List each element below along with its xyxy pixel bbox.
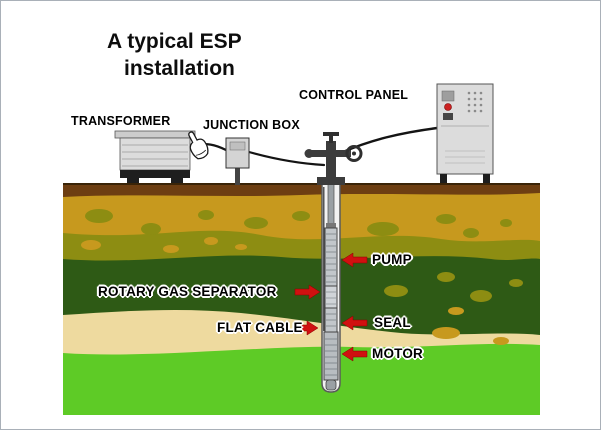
transformer-graphic <box>114 130 196 183</box>
page-title: A typical ESP installation <box>107 28 242 82</box>
seal-label: SEAL <box>374 315 411 330</box>
separator-ribs <box>326 291 336 305</box>
pump-ribs <box>326 233 336 283</box>
separator-arrow-icon <box>294 284 321 300</box>
pump-section <box>324 227 338 287</box>
control-panel-label: CONTROL PANEL <box>299 88 409 102</box>
sediment-blobs <box>81 209 523 345</box>
hand-cursor-icon <box>188 131 209 160</box>
rotary-gas-separator-label: ROTARY GAS SEPARATOR <box>98 284 277 299</box>
pump-label: PUMP <box>372 252 412 267</box>
motor-arrow-icon <box>341 346 368 362</box>
ground-cross-section <box>63 183 540 415</box>
production-tubing <box>327 183 335 227</box>
flat-cable-label: FLAT CABLE <box>217 320 303 335</box>
seal-ribs <box>326 313 336 327</box>
transformer-label: TRANSFORMER <box>71 114 171 128</box>
wellbore-graphic <box>321 183 341 393</box>
valve-wheel-icon <box>345 145 363 162</box>
panel-red-button <box>444 103 452 111</box>
sensor-sub <box>325 379 337 391</box>
junction-box-label: JUNCTION BOX <box>203 118 300 132</box>
motor-label: MOTOR <box>372 346 423 361</box>
junction-box-graphic <box>225 137 250 185</box>
pointer-arrows <box>292 252 368 362</box>
page-title-line2: installation <box>124 57 235 80</box>
pump-arrow-icon <box>341 252 368 268</box>
flat-cable-arrow-icon <box>292 320 319 336</box>
wellhead-graphic <box>304 132 363 185</box>
layer-grass <box>63 343 540 415</box>
control-panel-graphic <box>436 83 494 183</box>
panel-vent-holes <box>467 91 483 113</box>
cable-junction-to-wellhead <box>247 150 326 167</box>
page-title-line1: A typical ESP <box>107 30 242 53</box>
layer-topsoil <box>63 184 540 197</box>
seal-arrow-icon <box>341 315 368 331</box>
motor-ribs <box>325 338 337 376</box>
separator-section <box>324 285 338 309</box>
tubing-coupling <box>326 223 336 228</box>
